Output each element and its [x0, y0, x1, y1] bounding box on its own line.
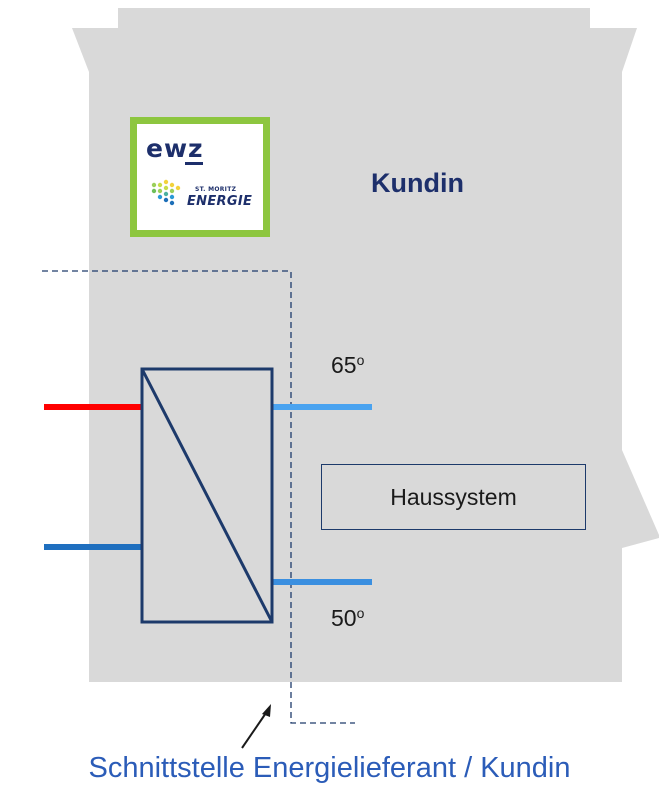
- return-degree-symbol: o: [356, 605, 365, 621]
- house-system-box: Haussystem: [321, 464, 586, 530]
- interface-caption: Schnittstelle Energielieferant / Kundin: [88, 752, 571, 784]
- logo-sub-brand: ENERGIE: [187, 194, 253, 209]
- interface-arrow-shaft: [241, 709, 269, 749]
- interface-boundary-line: [42, 270, 355, 724]
- ewz-logo: ewz ST. MORITZ ENERGIE: [130, 117, 270, 237]
- return-temperature-value: 50: [331, 605, 357, 631]
- logo-brand: ewz: [146, 134, 204, 163]
- heat-exchanger-diagonal: [140, 368, 274, 623]
- logo-sub-brand-small: ST. MORITZ: [195, 186, 237, 193]
- interface-arrow-head: [262, 704, 271, 717]
- supply-temperature-value: 65: [331, 352, 357, 378]
- supply-degree-symbol: o: [356, 352, 365, 368]
- logo-dots-icon: [151, 179, 181, 206]
- house-system-label: Haussystem: [390, 483, 517, 510]
- building-label: Kundin: [371, 168, 464, 198]
- return-temperature: 50o: [331, 605, 364, 632]
- logo-underline: [185, 162, 203, 165]
- supply-temperature: 65o: [331, 352, 364, 379]
- heat-exchanger: [140, 367, 274, 624]
